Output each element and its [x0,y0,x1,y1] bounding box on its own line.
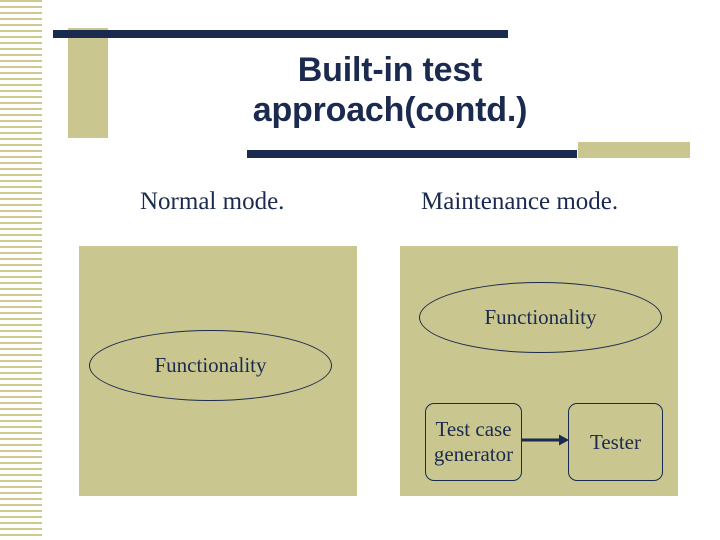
box-test-case-generator: Test case generator [425,403,522,481]
slide-title: Built-in test approach(contd.) [150,50,630,130]
caption-normal-mode: Normal mode. [140,188,285,215]
ellipse-functionality-maintenance: Functionality [419,282,662,353]
arrow-right-icon [521,434,569,446]
decorative-olive-block-right [578,142,690,158]
ellipse-functionality-normal: Functionality [89,330,332,401]
slide-title-line-2: approach(contd.) [252,91,528,129]
decorative-rule-bottom [247,150,577,158]
slide-title-line-1: Built-in test [297,51,483,89]
caption-maintenance-mode: Maintenance mode. [421,188,619,215]
decorative-rule-top [53,30,508,38]
decorative-stripe-band [0,0,42,540]
decorative-olive-block-top [68,28,108,138]
box-tester: Tester [568,403,663,481]
decorative-stripe-gap [42,0,52,540]
